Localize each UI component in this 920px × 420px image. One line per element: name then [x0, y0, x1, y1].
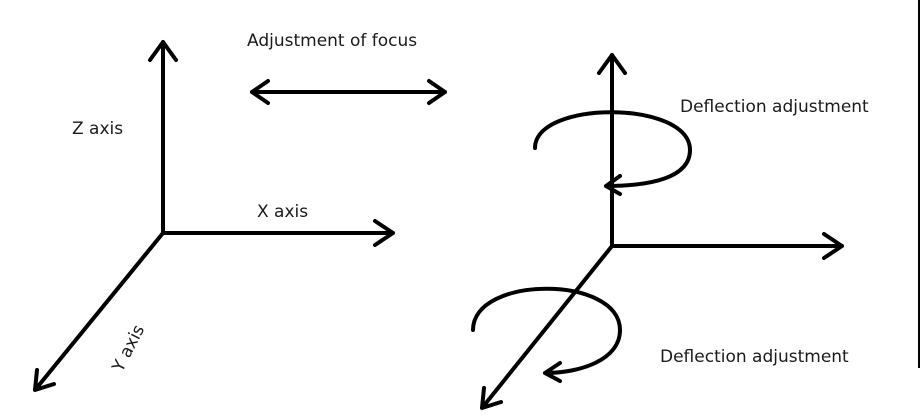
right-z-axis-arrow	[597, 53, 627, 248]
z-axis-label: Z axis	[72, 119, 123, 139]
left-axes	[33, 40, 395, 392]
right-y-axis-arrow	[480, 244, 614, 410]
y-axis-arrow	[33, 231, 165, 392]
right-axes	[480, 53, 844, 410]
z-axis-arrow	[148, 40, 178, 235]
y-axis-label: Y axis	[108, 322, 149, 377]
rotation-arrow-bottom	[471, 286, 622, 383]
focus-double-arrow	[250, 79, 447, 105]
x-axis-label: X axis	[257, 202, 308, 222]
x-axis-arrow	[161, 219, 395, 247]
right-x-axis-arrow	[610, 232, 844, 260]
focus-label: Adjustment of focus	[247, 31, 417, 51]
deflection-label-bottom: Deflection adjustment	[660, 347, 849, 367]
deflection-label-top: Deflection adjustment	[680, 97, 869, 117]
rotation-arrow-top	[533, 110, 692, 196]
